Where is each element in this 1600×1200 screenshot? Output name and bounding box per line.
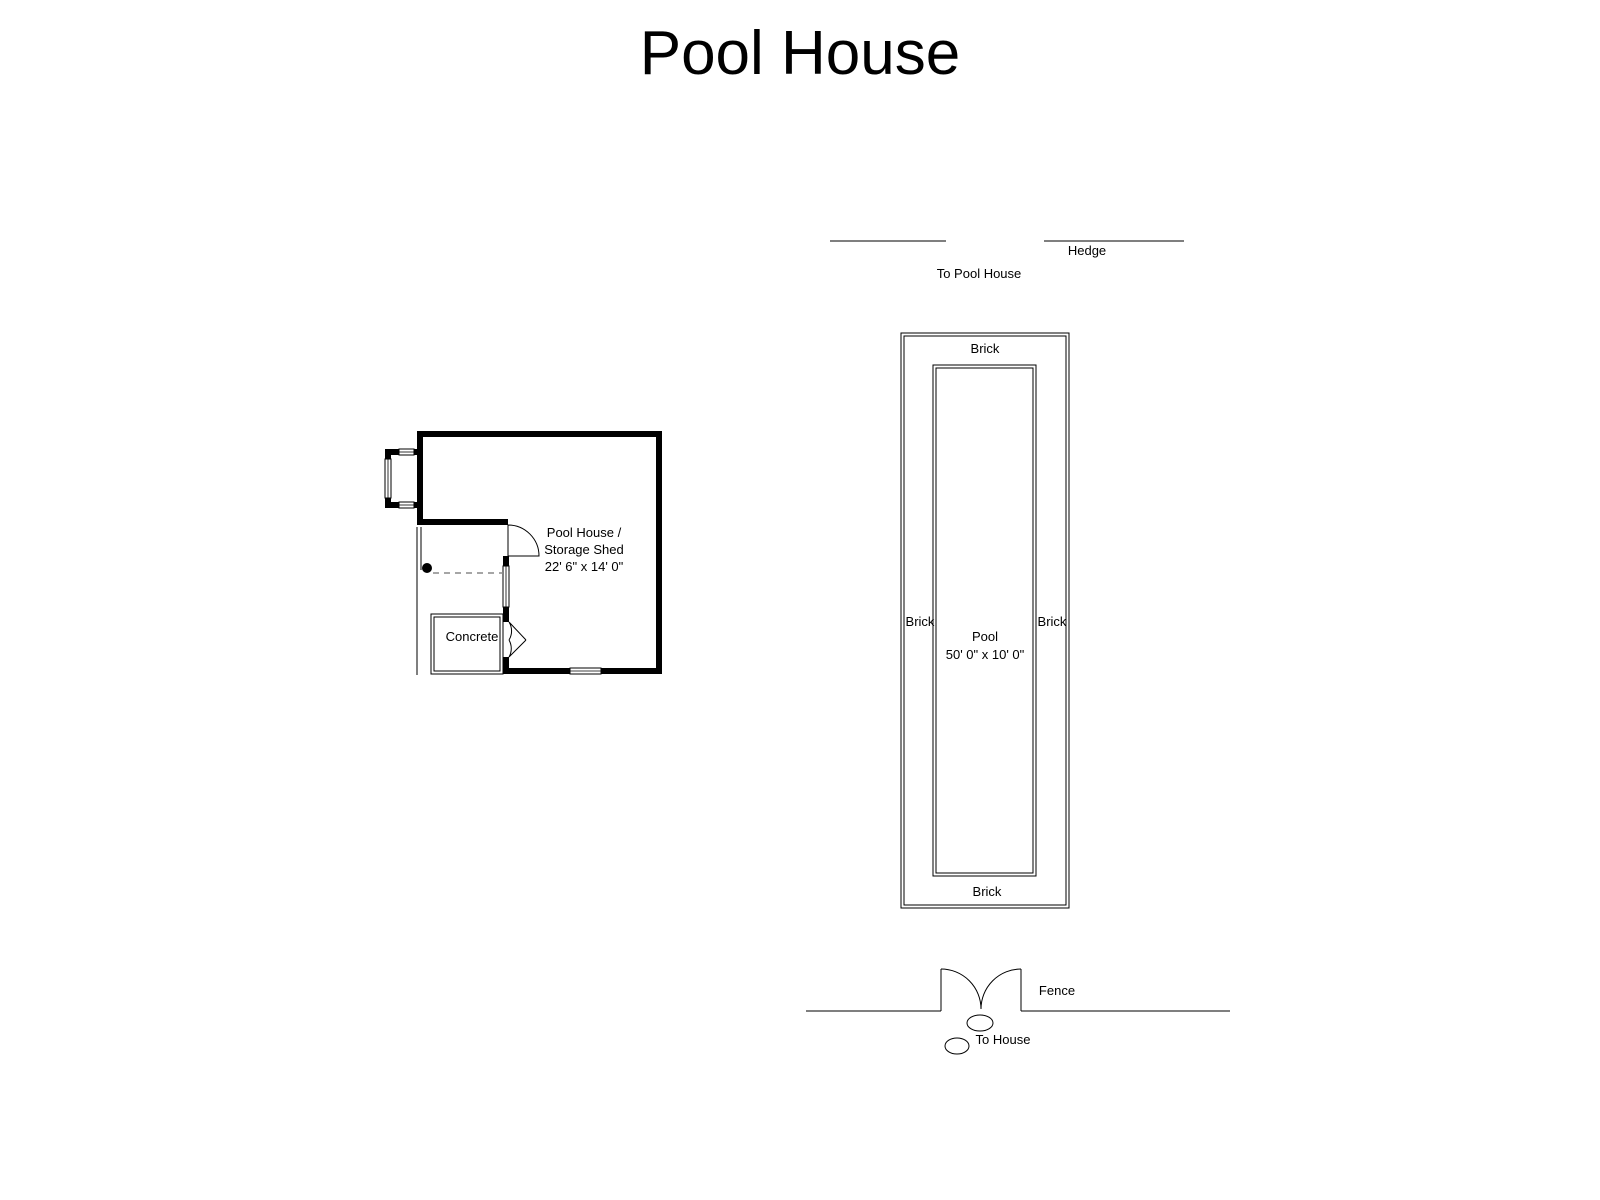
- stepping-stone-2: [944, 1037, 970, 1055]
- interior-wall-vertical-bottom: [503, 657, 509, 674]
- pool-house-wall-bottom-left: [505, 668, 570, 674]
- fence-gate: [940, 968, 1022, 1010]
- concrete-pad: [430, 613, 504, 675]
- pool-house-wall-right: [656, 431, 662, 674]
- brick-top-label: Brick: [971, 341, 1000, 356]
- page-title: Pool House: [640, 19, 961, 88]
- pool-dimensions-label: 50' 0" x 10' 0": [946, 647, 1025, 662]
- hedge: Hedge To Pool House: [830, 240, 1184, 281]
- pool-area: Brick Brick Brick Brick Pool 50' 0" x 10…: [900, 332, 1070, 909]
- interior-wall-vertical-mid: [503, 556, 509, 566]
- brick-deck-outer: [900, 332, 1070, 909]
- fence-label: Fence: [1039, 983, 1075, 998]
- interior-wall-horizontal: [417, 519, 508, 525]
- brick-bottom-label: Brick: [973, 884, 1002, 899]
- pool-house-dimensions: 22' 6" x 14' 0": [545, 559, 624, 574]
- brick-right-label: Brick: [1038, 614, 1067, 629]
- to-pool-house-label: To Pool House: [937, 266, 1022, 281]
- hedge-label: Hedge: [1068, 243, 1106, 258]
- concrete-label: Concrete: [446, 629, 499, 644]
- porch-post: [422, 563, 432, 573]
- pool-house: Pool House / Storage Shed 22' 6" x 14' 0…: [384, 431, 662, 675]
- pool-house-name-line1: Pool House /: [547, 525, 622, 540]
- pool-house-wall-bottom-right: [601, 668, 662, 674]
- pool-basin: [932, 364, 1037, 877]
- stepping-stone-1: [966, 1014, 994, 1032]
- to-house-label: To House: [976, 1032, 1031, 1047]
- pool-house-name-line2: Storage Shed: [544, 542, 624, 557]
- pool-house-wall-top: [417, 431, 662, 437]
- pool-name-label: Pool: [972, 629, 998, 644]
- fence: Fence To House: [806, 968, 1230, 1055]
- pool-house-wall-left-upper: [417, 431, 423, 525]
- pool-house-door-upper: [507, 524, 540, 557]
- interior-wall-vertical-lower: [503, 607, 509, 622]
- pool-house-double-door: [508, 621, 527, 658]
- brick-left-label: Brick: [906, 614, 935, 629]
